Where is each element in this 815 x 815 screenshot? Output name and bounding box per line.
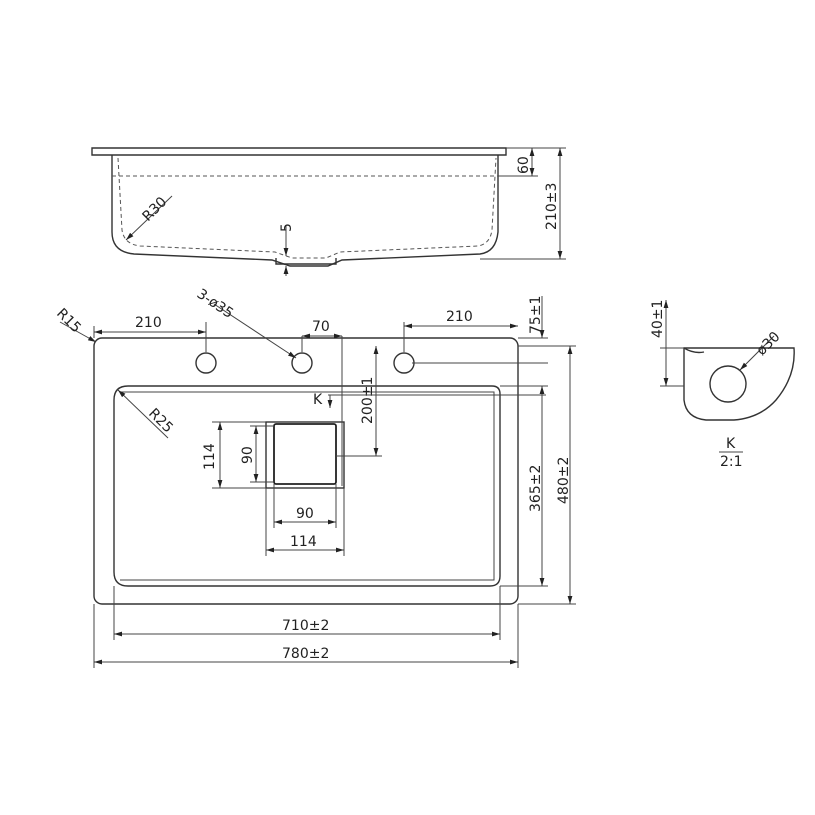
side-view-rim (91, 147, 507, 156)
drain-outer-w-label: 114 (290, 534, 317, 550)
section-k-label: K (313, 392, 323, 408)
inner-depth-label: 365±2 (528, 465, 544, 512)
hole-row-label: 75±1 (528, 296, 544, 334)
drain-inner (273, 423, 337, 485)
detail-hole-label: ø30 (754, 329, 784, 359)
side-view-basin-inner (117, 157, 497, 259)
hole-spacing-label: 70 (312, 319, 330, 335)
hole-spec-label: 3-ø35 (194, 286, 236, 322)
drain-outer (265, 421, 345, 489)
tap-hole-center (291, 352, 313, 374)
detail-k: 40±1 ø30 K 2:1 (650, 300, 795, 470)
drain-depth-label: 5 (279, 223, 295, 232)
depth-total-label: 210±3 (544, 183, 560, 230)
tap-hole-left (195, 352, 217, 374)
top-view: R15 R25 3-ø35 210 70 210 75±1 200±1 (53, 286, 576, 668)
r30-label: R30 (140, 194, 171, 225)
r15-label: R15 (53, 306, 84, 337)
detail-k-profile (683, 347, 795, 421)
r15-leader (59, 321, 97, 343)
r25-leader (117, 389, 169, 439)
detail-height-label: 40±1 (650, 300, 666, 338)
top-inner-basin-step (120, 391, 495, 581)
drain-outer-h-label: 114 (202, 443, 218, 470)
hole-offset-left-label: 210 (135, 315, 162, 331)
top-inner-basin (113, 385, 501, 587)
drain-offset-label: 200±1 (360, 377, 376, 424)
outer-width-label: 780±2 (282, 646, 329, 662)
inner-width-label: 710±2 (282, 618, 329, 634)
side-view: R30 5 60 210±3 (91, 147, 566, 276)
side-view-basin-outline (111, 155, 499, 267)
drain-inner-h-label: 90 (240, 446, 256, 464)
tap-hole-right (393, 352, 415, 374)
outer-depth-label: 480±2 (556, 457, 572, 504)
hole-spec-leader (213, 303, 297, 359)
detail-label: K (726, 436, 736, 452)
rim-height-label: 60 (516, 156, 532, 174)
detail-k-hole (709, 365, 747, 403)
hole-offset-right-label: 210 (446, 309, 473, 325)
r30-leader (125, 195, 173, 241)
detail-k-cut-edge (683, 347, 705, 354)
r25-label: R25 (145, 406, 176, 437)
drain-inner-w-label: 90 (296, 506, 314, 522)
top-outer-edge (93, 337, 519, 605)
detail-scale: 2:1 (720, 454, 743, 470)
side-view-drain (275, 258, 337, 265)
detail-hole-leader (739, 335, 775, 371)
